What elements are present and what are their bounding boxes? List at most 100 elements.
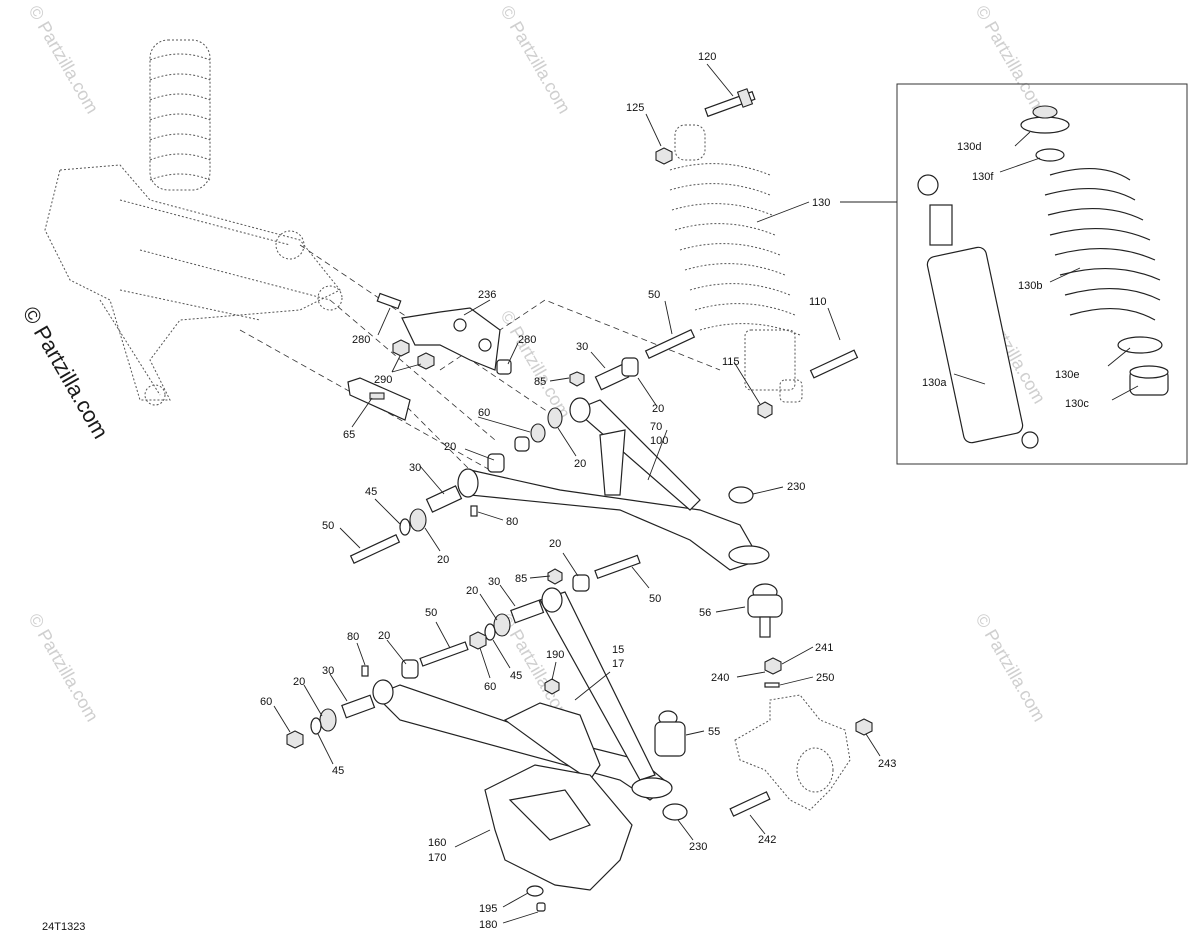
callout-30-c: 30 — [488, 576, 500, 588]
upper-a-arm — [457, 397, 770, 571]
callout-30-b: 30 — [409, 462, 421, 474]
watermark-side: © Partzilla.com — [18, 302, 114, 443]
bushing-20-c — [514, 436, 530, 452]
bolt-280-left — [376, 292, 402, 310]
callout-170: 170 — [428, 852, 446, 864]
circlip-230-b — [662, 803, 688, 821]
callout-130a: 130a — [922, 377, 947, 389]
callout-280-right: 280 — [518, 334, 536, 346]
figure-code: 24T1323 — [42, 921, 85, 933]
fitting-80 — [470, 505, 478, 517]
callout-80-top: 80 — [506, 516, 518, 528]
bracket-236 — [401, 307, 501, 371]
watermark: © Partzilla.com — [497, 2, 575, 117]
callout-60-c: 60 — [260, 696, 272, 708]
nut-190 — [544, 678, 560, 695]
washer-45-c — [310, 717, 322, 735]
nut-60-b — [469, 631, 487, 650]
bushing-20-g — [493, 613, 511, 637]
callout-110: 110 — [809, 296, 827, 308]
washer-45 — [399, 518, 411, 536]
bushing-20-b — [547, 407, 563, 429]
nut-115 — [757, 401, 773, 419]
bushing-30-b — [425, 485, 463, 513]
callout-195: 195 — [479, 903, 497, 915]
skid-plate — [484, 702, 633, 891]
callout-labels: 120 125 130 130d 130f 130a 130b 130e 130… — [260, 51, 1089, 931]
leader-lines — [273, 63, 1139, 924]
callout-20-h: 20 — [293, 676, 305, 688]
callout-20-top: 20 — [652, 403, 664, 415]
watermark: © Partzilla.com — [25, 2, 103, 117]
callout-236: 236 — [478, 289, 496, 301]
callout-100: 100 — [650, 435, 668, 447]
bushing-20-top — [621, 357, 639, 377]
callout-70: 70 — [650, 421, 662, 433]
callout-130: 130 — [812, 197, 830, 209]
callout-20-c: 20 — [444, 441, 456, 453]
nut-60-c — [286, 730, 304, 749]
callout-45-top: 45 — [365, 486, 377, 498]
callout-55: 55 — [708, 726, 720, 738]
watermark: © Partzilla.com — [972, 2, 1050, 117]
callout-15: 15 — [612, 644, 624, 656]
callout-250: 250 — [816, 672, 834, 684]
watermark: © Partzilla.com — [972, 610, 1050, 725]
bolt-50-b — [349, 534, 401, 564]
fitting-80-b — [361, 665, 369, 677]
bushing-20-f — [572, 574, 590, 592]
washer-45-b — [484, 623, 496, 641]
callout-60-top: 60 — [478, 407, 490, 419]
screw-180 — [536, 902, 546, 912]
callout-241: 241 — [815, 642, 833, 654]
bolt-280-right — [496, 359, 512, 375]
washer-60 — [530, 423, 546, 443]
bolt-50-top — [644, 329, 696, 359]
callout-290: 290 — [374, 374, 392, 386]
callout-130f: 130f — [972, 171, 994, 183]
circlip-230 — [728, 486, 754, 504]
callout-60-b: 60 — [484, 681, 496, 693]
callout-280-left: 280 — [352, 334, 370, 346]
nut-241 — [764, 657, 782, 675]
callout-115: 115 — [722, 356, 740, 368]
callout-65: 65 — [343, 429, 355, 441]
callout-20-b: 20 — [574, 458, 586, 470]
callout-56: 56 — [699, 607, 711, 619]
callout-125: 125 — [626, 102, 644, 114]
nut-290-b — [417, 352, 435, 370]
callout-30-d: 30 — [322, 665, 334, 677]
ball-joint-55 — [654, 710, 686, 757]
bushing-30-d — [341, 694, 376, 719]
callout-243: 243 — [878, 758, 896, 770]
shock-assembly — [669, 124, 803, 403]
pin-250 — [764, 682, 780, 688]
bushing-20-e — [409, 508, 427, 532]
callout-80-b: 80 — [347, 631, 359, 643]
bolt-242 — [729, 791, 771, 817]
shock-exploded-box — [840, 83, 1188, 465]
callout-160: 160 — [428, 837, 446, 849]
callout-50-d: 50 — [425, 607, 437, 619]
callout-85-b: 85 — [515, 573, 527, 585]
nut-85-b — [547, 568, 563, 585]
bolt-50-c — [594, 554, 641, 580]
bushing-30-c — [510, 599, 545, 624]
callout-130b: 130b — [1018, 280, 1042, 292]
bushing-20-d — [487, 453, 505, 473]
callout-85-top: 85 — [534, 376, 546, 388]
callout-17: 17 — [612, 658, 624, 670]
callout-230-b: 230 — [689, 841, 707, 853]
callout-120: 120 — [698, 51, 716, 63]
callout-130d: 130d — [957, 141, 981, 153]
callout-230-top: 230 — [787, 481, 805, 493]
callout-130c: 130c — [1065, 398, 1089, 410]
bushing-20-h — [401, 659, 419, 679]
screw-195 — [526, 885, 544, 897]
callout-30-top: 30 — [576, 341, 588, 353]
callout-20-f: 20 — [466, 585, 478, 597]
callout-190: 190 — [546, 649, 564, 661]
knuckle — [734, 694, 851, 811]
callout-180: 180 — [479, 919, 497, 931]
